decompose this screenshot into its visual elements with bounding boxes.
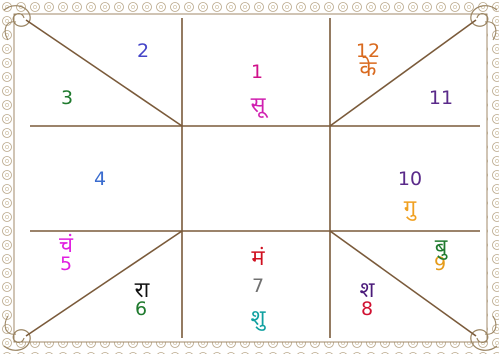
house-1-number: 1: [251, 61, 263, 83]
house-12-number: 12: [356, 40, 380, 62]
house-6-number: 6: [135, 298, 147, 320]
house-7-number: 7: [252, 275, 264, 297]
house-3-number: 3: [61, 87, 73, 109]
house-4-number: 4: [94, 168, 106, 190]
diagonal-bottom-left: [25, 230, 183, 337]
planet-labels: सू के गु बु मं शु श चं रा: [59, 56, 448, 331]
planet-venus: शु: [251, 306, 267, 331]
planet-sun: सू: [251, 93, 269, 119]
corner-scroll-bottom-left: [3, 315, 31, 351]
house-5-number: 5: [60, 253, 72, 275]
diagonal-top-right: [329, 19, 477, 127]
planet-jupiter: गु: [404, 196, 417, 221]
house-8-number: 8: [361, 298, 373, 320]
house-11-number: 11: [429, 87, 453, 109]
diagonal-bottom-right: [329, 230, 477, 337]
house-9-number: 9: [434, 253, 446, 275]
corner-scroll-top-left: [3, 5, 31, 41]
corner-scroll-top-right: [470, 5, 498, 41]
planet-saturn: श: [360, 278, 376, 303]
house-numbers: 1 2 3 4 5 6 7 8 9 10 11 12: [60, 40, 453, 320]
chart-grid: [25, 18, 480, 338]
planet-mars: मं: [251, 246, 265, 271]
planet-mercury: बु: [435, 235, 449, 260]
planet-rahu: रा: [135, 278, 150, 303]
planet-ketu: के: [360, 56, 378, 82]
planet-moon: चं: [59, 233, 74, 258]
corner-scroll-bottom-right: [470, 315, 498, 351]
house-2-number: 2: [137, 40, 149, 62]
diagonal-top-left: [25, 19, 183, 127]
house-10-number: 10: [398, 168, 422, 190]
